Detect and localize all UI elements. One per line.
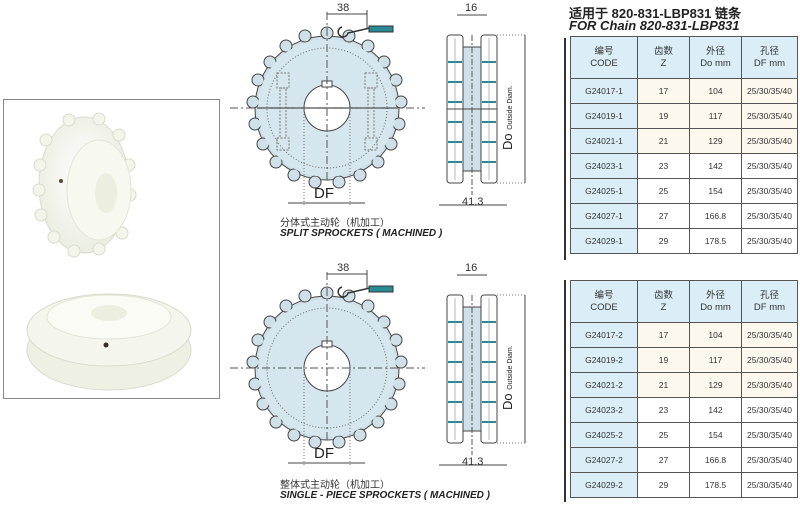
sprocket-photo-icon — [26, 112, 192, 391]
width-dimension: 16 — [465, 262, 478, 274]
chain-title-en: FOR Chain 820-831-LBP831 — [569, 18, 740, 33]
single-sprocket-icon — [230, 270, 527, 466]
bore-label: DF — [314, 445, 334, 462]
single-caption-en: SINGLE - PIECE SPROCKETS ( MACHINED ) — [280, 490, 491, 501]
split-sprocket-icon — [230, 10, 527, 206]
divider — [564, 280, 566, 502]
pitch-dimension: 38 — [337, 2, 350, 14]
outside-diameter-label: Do Outside Diam. — [500, 345, 515, 410]
split-caption-en: SPLIT SPROCKETS ( MACHINED ) — [280, 228, 443, 239]
split-sprocket-drawing: 38 16 41.3 DF Do Outside Diam. 分体式主动轮（机加… — [230, 0, 570, 250]
chain-title-cn: 适用于 820-831-LBP831 链条 — [569, 6, 741, 21]
split-caption-cn: 分体式主动轮（机加工） — [280, 218, 390, 229]
overall-width-dimension: 41.3 — [462, 196, 484, 208]
outside-diameter-label: Do Outside Diam. — [500, 85, 515, 150]
pitch-dimension: 38 — [337, 262, 350, 274]
width-dimension: 16 — [465, 2, 478, 14]
single-sprocket-drawing: 38 16 41.3 DF Do Outside Diam. 整体式主动轮（机加… — [230, 258, 570, 505]
bore-label: DF — [314, 185, 334, 202]
divider — [564, 38, 566, 260]
single-caption-cn: 整体式主动轮（机加工） — [280, 480, 390, 491]
overall-width-dimension: 41.3 — [462, 456, 484, 468]
product-photo — [3, 99, 220, 399]
